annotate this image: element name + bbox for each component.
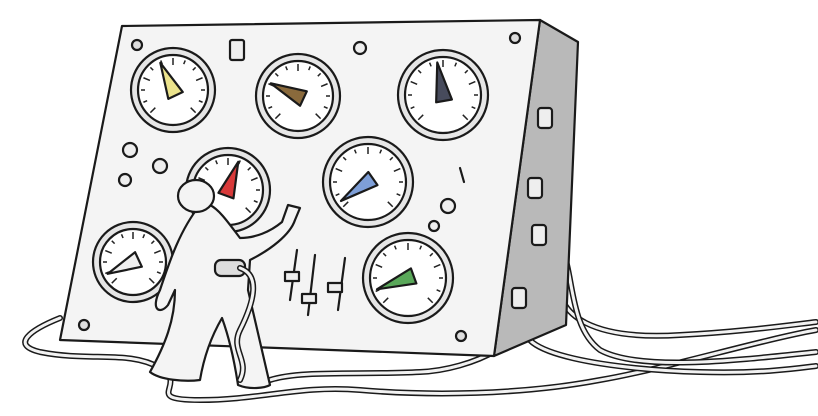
- gauge-tick: [464, 69, 469, 74]
- gauge-tick: [156, 271, 162, 275]
- gauge-tick: [104, 249, 113, 254]
- gauge-tick: [379, 149, 383, 154]
- gauge-tick: [389, 156, 394, 161]
- gauge-tick: [274, 113, 281, 120]
- panel-screws: [77, 31, 522, 343]
- gauge-tick: [335, 167, 343, 172]
- gauge-tick: [143, 100, 148, 103]
- stick-figure: [148, 178, 302, 390]
- gauge-tick: [195, 77, 203, 82]
- gauge-tick: [382, 252, 387, 257]
- gauge-tick: [320, 83, 328, 88]
- gauge-tick: [393, 167, 401, 172]
- gauge-tick: [417, 114, 424, 121]
- panel-buttons: [117, 38, 466, 233]
- gauge-tick: [382, 297, 389, 304]
- gauge-tick: [433, 263, 441, 268]
- gauge-tick: [427, 297, 434, 304]
- gauge-tick: [387, 201, 394, 208]
- gauge-needle: [217, 160, 240, 200]
- gauge-tick: [323, 106, 328, 109]
- gauge-tick: [153, 249, 162, 254]
- gauge-tick: [308, 66, 311, 71]
- gauge-needle: [269, 82, 308, 107]
- gauge-tick: [285, 66, 288, 71]
- gauge-tick: [428, 62, 432, 67]
- gauge-tick: [143, 77, 151, 82]
- gauge-tick: [253, 200, 258, 203]
- gauge-bottom-right: [361, 231, 455, 325]
- gauge-tick: [142, 233, 146, 239]
- gauge-needle: [159, 61, 184, 100]
- gauge-mid-center: [321, 135, 415, 229]
- gauge-tick: [148, 277, 155, 284]
- gauge-tick: [268, 106, 273, 109]
- gauge-tick: [315, 113, 322, 120]
- gauge-tick: [410, 80, 418, 85]
- gauge-tick: [317, 72, 322, 77]
- gauge-needle: [339, 170, 379, 203]
- side-connectors: [510, 106, 554, 310]
- gauge-tick: [198, 100, 203, 103]
- gauge-top-center: [254, 52, 342, 140]
- gauge-tick: [274, 72, 279, 77]
- gauge-tick: [342, 201, 349, 208]
- gauge-tick: [375, 263, 383, 268]
- sliders: [283, 248, 347, 317]
- gauge-tick: [419, 245, 423, 250]
- gauge-tick: [429, 252, 434, 257]
- gauge-tick: [120, 233, 124, 239]
- gauge-tick: [393, 245, 397, 250]
- gauge-tick: [410, 106, 415, 110]
- gauge-tick: [150, 240, 155, 245]
- gauge-tick: [183, 60, 186, 65]
- gauge-tick: [468, 80, 476, 85]
- gauge-tick: [250, 177, 258, 182]
- gauge-bottom-left: [91, 220, 175, 304]
- gauge-tick: [454, 62, 458, 67]
- gauge-tick: [462, 114, 469, 121]
- gauge-tick: [353, 149, 357, 154]
- gauge-tick: [436, 289, 441, 293]
- gauge-tick: [192, 66, 197, 71]
- gauge-top-left: [129, 46, 217, 134]
- gauge-tick: [396, 193, 401, 197]
- gauge-tick: [247, 166, 252, 171]
- gauge-tick: [204, 166, 209, 171]
- gauge-needle: [106, 251, 143, 275]
- gauge-top-right: [396, 48, 490, 142]
- gauge-tick: [342, 156, 347, 161]
- gauge-tick: [111, 277, 118, 284]
- gauge-tick: [149, 66, 154, 71]
- gauge-tick: [149, 107, 156, 114]
- gauge-tick: [111, 240, 116, 245]
- gauge-tick: [471, 106, 476, 110]
- gauge-needle: [375, 267, 418, 291]
- gauge-tick: [245, 207, 252, 214]
- gauge-needle: [435, 61, 454, 104]
- gauge-tick: [198, 177, 206, 182]
- gauge-tick: [335, 193, 340, 197]
- gauge-tick: [190, 107, 197, 114]
- gauge-tick: [417, 69, 422, 74]
- gauge-tick: [215, 160, 218, 165]
